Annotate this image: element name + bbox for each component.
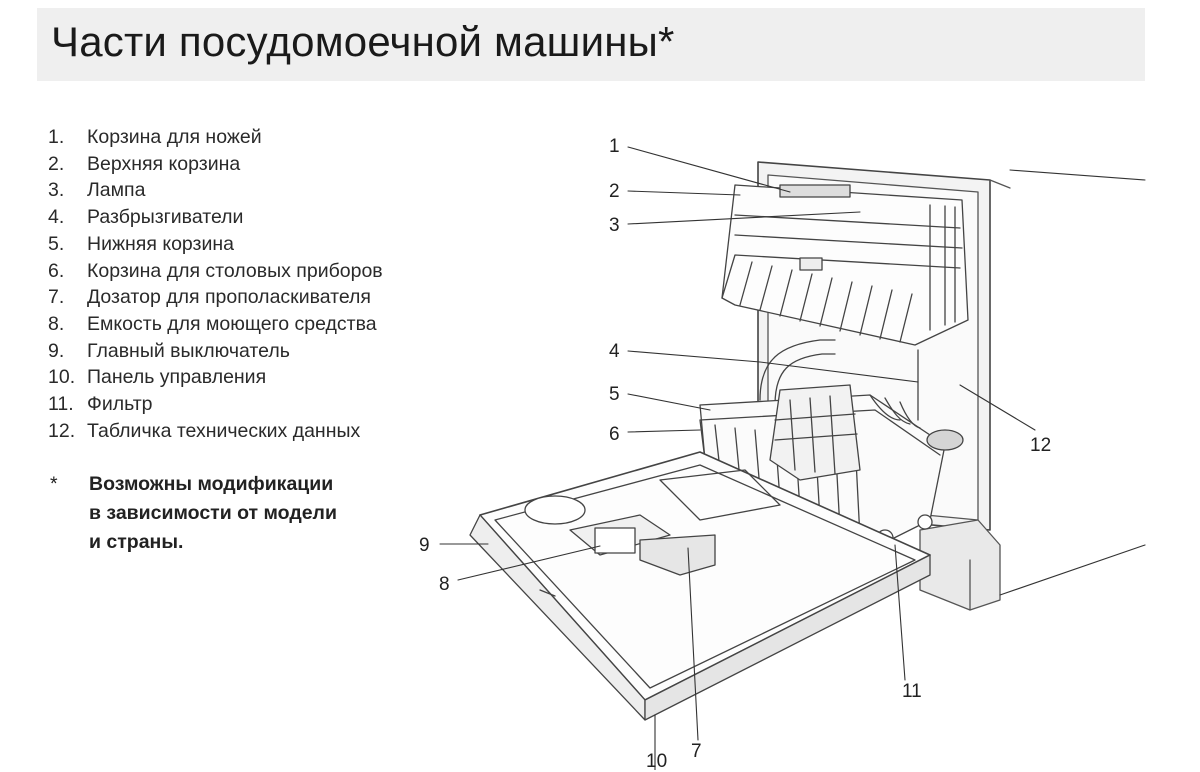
list-item: 4. Разбрызгиватели xyxy=(48,204,383,231)
page-title: Части посудомоечной машины* xyxy=(51,18,675,65)
item-label: Табличка технических данных xyxy=(87,419,361,442)
item-label: Дозатор для прополаскивателя xyxy=(87,286,371,309)
callout-2: 2 xyxy=(609,181,620,202)
item-label: Нижняя корзина xyxy=(87,232,234,255)
callout-3: 3 xyxy=(609,215,620,236)
footnote-text: Возможны модификации в зависимости от мо… xyxy=(89,473,337,553)
callout-5: 5 xyxy=(609,384,620,405)
list-item: 11. Фильтр xyxy=(48,391,383,418)
item-label: Главный выключатель xyxy=(87,339,290,362)
title-bar: Части посудомоечной машины* xyxy=(37,8,1145,81)
item-label: Лампа xyxy=(87,179,146,202)
callout-6: 6 xyxy=(609,424,620,445)
item-label: Разбрызгиватели xyxy=(87,206,244,229)
item-number: 2. xyxy=(48,152,65,175)
item-number: 11. xyxy=(48,393,74,416)
item-number: 7. xyxy=(48,286,65,309)
dishwasher-diagram xyxy=(439,146,1146,770)
list-item: 1. Корзина для ножей xyxy=(48,124,383,151)
item-number: 9. xyxy=(48,339,65,362)
item-label: Корзина для ножей xyxy=(87,126,262,148)
item-number: 5. xyxy=(48,232,65,255)
callout-9: 9 xyxy=(419,535,430,556)
item-number: 4. xyxy=(48,206,65,229)
callout-4: 4 xyxy=(609,341,620,362)
side-panel xyxy=(919,519,1001,611)
item-number: 10. xyxy=(48,366,76,389)
item-number: 8. xyxy=(48,312,65,335)
item-label: Емкость для моющего средства xyxy=(87,312,377,335)
callout-7: 7 xyxy=(691,741,702,762)
callout-8: 8 xyxy=(439,574,450,595)
footnote-marker: * xyxy=(50,473,58,495)
callout-11: 11 xyxy=(902,681,922,702)
item-number: 1. xyxy=(48,126,65,148)
list-item: 7. Дозатор для прополаскивателя xyxy=(48,284,383,311)
list-item: 8. Емкость для моющего средства xyxy=(48,311,383,338)
item-label: Верхняя корзина xyxy=(87,152,241,175)
callout-12: 12 xyxy=(1030,435,1052,456)
list-item: 5. Нижняя корзина xyxy=(48,231,383,258)
list-item: 2. Верхняя корзина xyxy=(48,151,383,178)
callout-10: 10 xyxy=(646,751,668,772)
item-number: 3. xyxy=(48,179,65,202)
list-item: 9. Главный выключатель xyxy=(48,338,383,365)
leader-lines xyxy=(439,146,1146,770)
list-item: 3. Лампа xyxy=(48,177,383,204)
item-label: Корзина для столовых приборов xyxy=(87,259,383,282)
item-number: 6. xyxy=(48,259,65,282)
parts-list: 1. Корзина для ножей 2. Верхняя корзина 3.… xyxy=(48,124,383,444)
list-item: 10. Панель управления xyxy=(48,364,383,391)
cutlery-basket xyxy=(769,384,861,481)
list-item: 6. Корзина для столовых приборов xyxy=(48,258,383,285)
list-item: 12. Табличка технических данных xyxy=(48,418,383,445)
item-number: 12. xyxy=(48,419,76,442)
upper-basket xyxy=(721,184,969,346)
item-label: Фильтр xyxy=(87,393,153,416)
footnote: * Возможны модификации в зависимости от … xyxy=(50,470,337,557)
item-label: Панель управления xyxy=(87,366,267,389)
callout-1: 1 xyxy=(609,136,620,157)
